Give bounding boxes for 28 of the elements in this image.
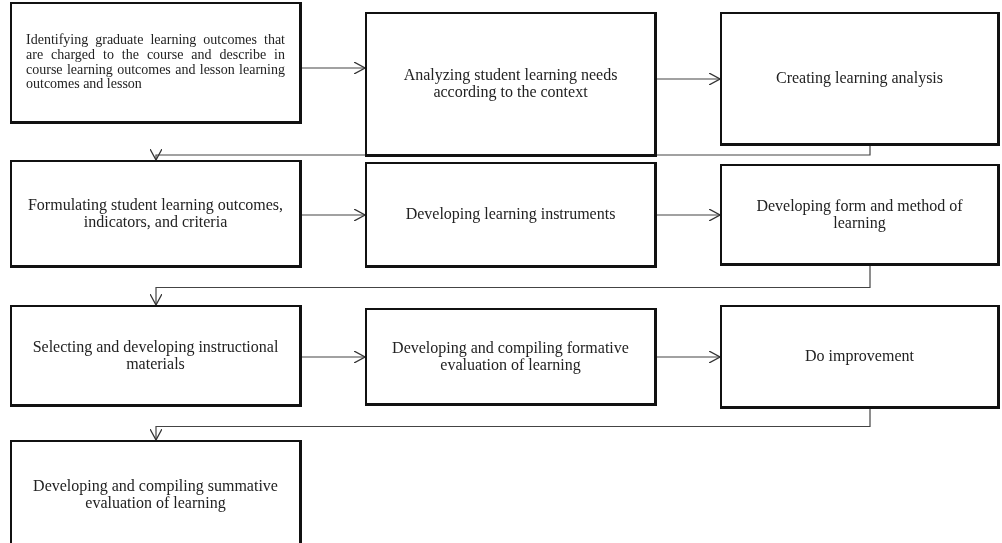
step-text: Creating learning analysis: [774, 70, 945, 87]
step-text: Selecting and developing instructional materials: [31, 338, 280, 373]
process-box: [720, 12, 1000, 146]
process-box: [365, 162, 657, 268]
process-box: [720, 164, 1000, 266]
process-box: [720, 305, 1000, 409]
process-box: [10, 305, 302, 407]
arrow: [656, 72, 721, 86]
process-box: [10, 440, 302, 543]
process-box: [10, 160, 302, 268]
step-text: Developing and compiling summative evaluation of learning: [32, 477, 279, 512]
arrow: [301, 208, 366, 222]
step-text: Developing learning instruments: [404, 206, 617, 223]
arrow: [149, 265, 871, 306]
step-text: Do improvement: [804, 348, 915, 365]
arrow: [301, 350, 366, 364]
process-box: [10, 2, 302, 124]
arrow: [301, 61, 366, 75]
step-text: Developing form and method of learning: [755, 197, 964, 232]
step-text: Analyzing student learning needs according to the context: [402, 67, 619, 101]
arrow: [656, 208, 721, 222]
step-text: Formulating student learning outcomes, indicators, and criteria: [26, 196, 285, 231]
step-text: Identifying graduate learning outcomes that are charged to the course and describe in course learning outcomes and lesson learning outcomes and lesson: [26, 33, 285, 92]
process-box: [365, 12, 657, 157]
arrow: [656, 350, 721, 364]
process-box: [365, 308, 657, 406]
step-text: Developing and compiling formative evaluation of learning: [391, 339, 630, 374]
arrow: [149, 408, 871, 441]
